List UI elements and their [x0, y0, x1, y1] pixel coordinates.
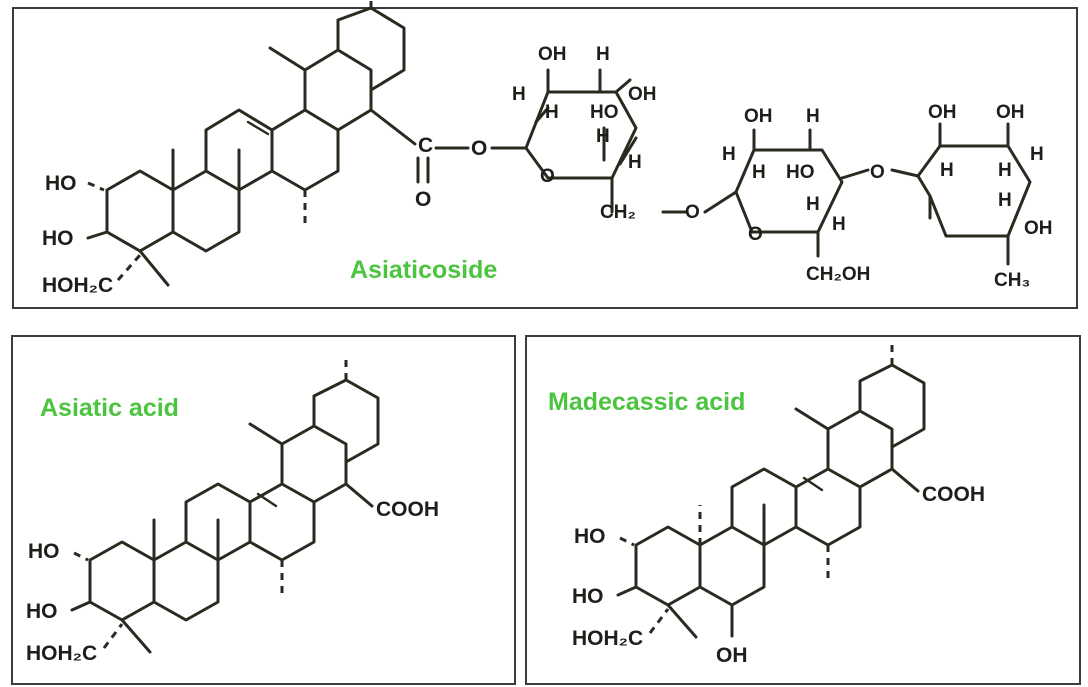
methyl-e: [268, 46, 307, 72]
double-bond-c12: [246, 120, 270, 136]
glc2-h-mid: H: [806, 194, 820, 215]
c23-stereo: [116, 254, 142, 281]
ma-c3-hydroxyl-label: HO: [572, 585, 604, 608]
glycosidic-oxygen-2: O: [870, 162, 885, 183]
asiatic-acid-name: Asiatic acid: [40, 394, 179, 422]
asiaticoside-frame: [12, 7, 1078, 309]
glc1-h-low: H: [628, 152, 642, 173]
glucose-ring-1: [524, 68, 738, 214]
c3-hydroxyl-label: HO: [42, 227, 74, 250]
ring-e: [303, 48, 373, 132]
c2-hydroxyl-label: HO: [45, 172, 77, 195]
glc2-ring-oxygen: O: [748, 224, 763, 245]
rha-h-right: H: [998, 160, 1012, 181]
rha-ch3-label: CH₃: [994, 270, 1030, 291]
glc2-ch2oh-label: CH₂OH: [806, 264, 870, 285]
rha-h-far: H: [1030, 144, 1044, 165]
rha-h-low: H: [998, 190, 1012, 211]
ring-d: [270, 108, 340, 192]
glc2-h-inner: H: [752, 162, 766, 183]
asiatic-acid-core: [70, 360, 380, 654]
ma-c2-hydroxyl-label: HO: [574, 525, 606, 548]
glc2-oh-top: OH: [744, 106, 773, 127]
glycosidic-oxygen-1: O: [685, 202, 700, 223]
asiaticoside-triterpene-core: [86, 0, 528, 287]
rha-h-left: H: [940, 160, 954, 181]
glc2-h-left: H: [722, 144, 736, 165]
c3-ho-bond: [86, 230, 109, 240]
ring-e-top: [336, 6, 406, 92]
madecassic-acid-name: Madecassic acid: [548, 388, 745, 416]
ma-c6-hydroxyl-label: OH: [716, 644, 748, 667]
glc1-h-left: H: [512, 84, 526, 105]
carbonyl-oxygen-label: O: [415, 188, 431, 211]
aa-c2-hydroxyl-label: HO: [28, 540, 60, 563]
madecassic-acid-frame: [525, 335, 1081, 685]
glc1-oh-right: OH: [628, 84, 657, 105]
rha-oh-top-right: OH: [996, 102, 1025, 123]
ester-carbon-label: C: [418, 134, 433, 157]
glc1-oh-top: OH: [538, 44, 567, 65]
glc1-h-inner: H: [545, 102, 559, 123]
aa-carboxyl-label: COOH: [376, 498, 439, 521]
glc1-h-top: H: [596, 44, 610, 65]
rhamnose-ring: [916, 122, 1032, 266]
ring-a: [105, 169, 175, 253]
ma-carboxyl-label: COOH: [922, 483, 985, 506]
glucose-ring-2: [734, 128, 920, 258]
asiaticoside-name: Asiaticoside: [350, 256, 497, 284]
ring-b: [171, 169, 241, 253]
madecassic-acid-core: [616, 345, 926, 639]
c2-ho-stereo: [87, 181, 105, 192]
glc2-h-low: H: [832, 214, 846, 235]
glc1-ho-inner: HO: [590, 102, 619, 123]
ma-hydroxymethyl-label: HOH₂C: [572, 627, 643, 650]
glc2-h-top: H: [806, 106, 820, 127]
c23-hydroxymethyl-label: HOH₂C: [42, 274, 113, 297]
glc1-ch2-label: CH₂: [600, 202, 636, 223]
asiatic-acid-frame: [11, 335, 516, 685]
c28-bond: [369, 108, 417, 146]
ester-oxygen-label: O: [471, 137, 487, 160]
c4-methyl: [138, 249, 170, 287]
ring-c: [204, 108, 274, 192]
rha-oh-right: OH: [1024, 218, 1053, 239]
aa-c3-hydroxyl-label: HO: [26, 600, 58, 623]
rha-oh-top-left: OH: [928, 102, 957, 123]
glc1-ring-oxygen: O: [540, 166, 555, 187]
glc2-ho-inner: HO: [786, 162, 815, 183]
glc1-h-mid: H: [596, 126, 610, 147]
aa-hydroxymethyl-label: HOH₂C: [26, 642, 97, 665]
